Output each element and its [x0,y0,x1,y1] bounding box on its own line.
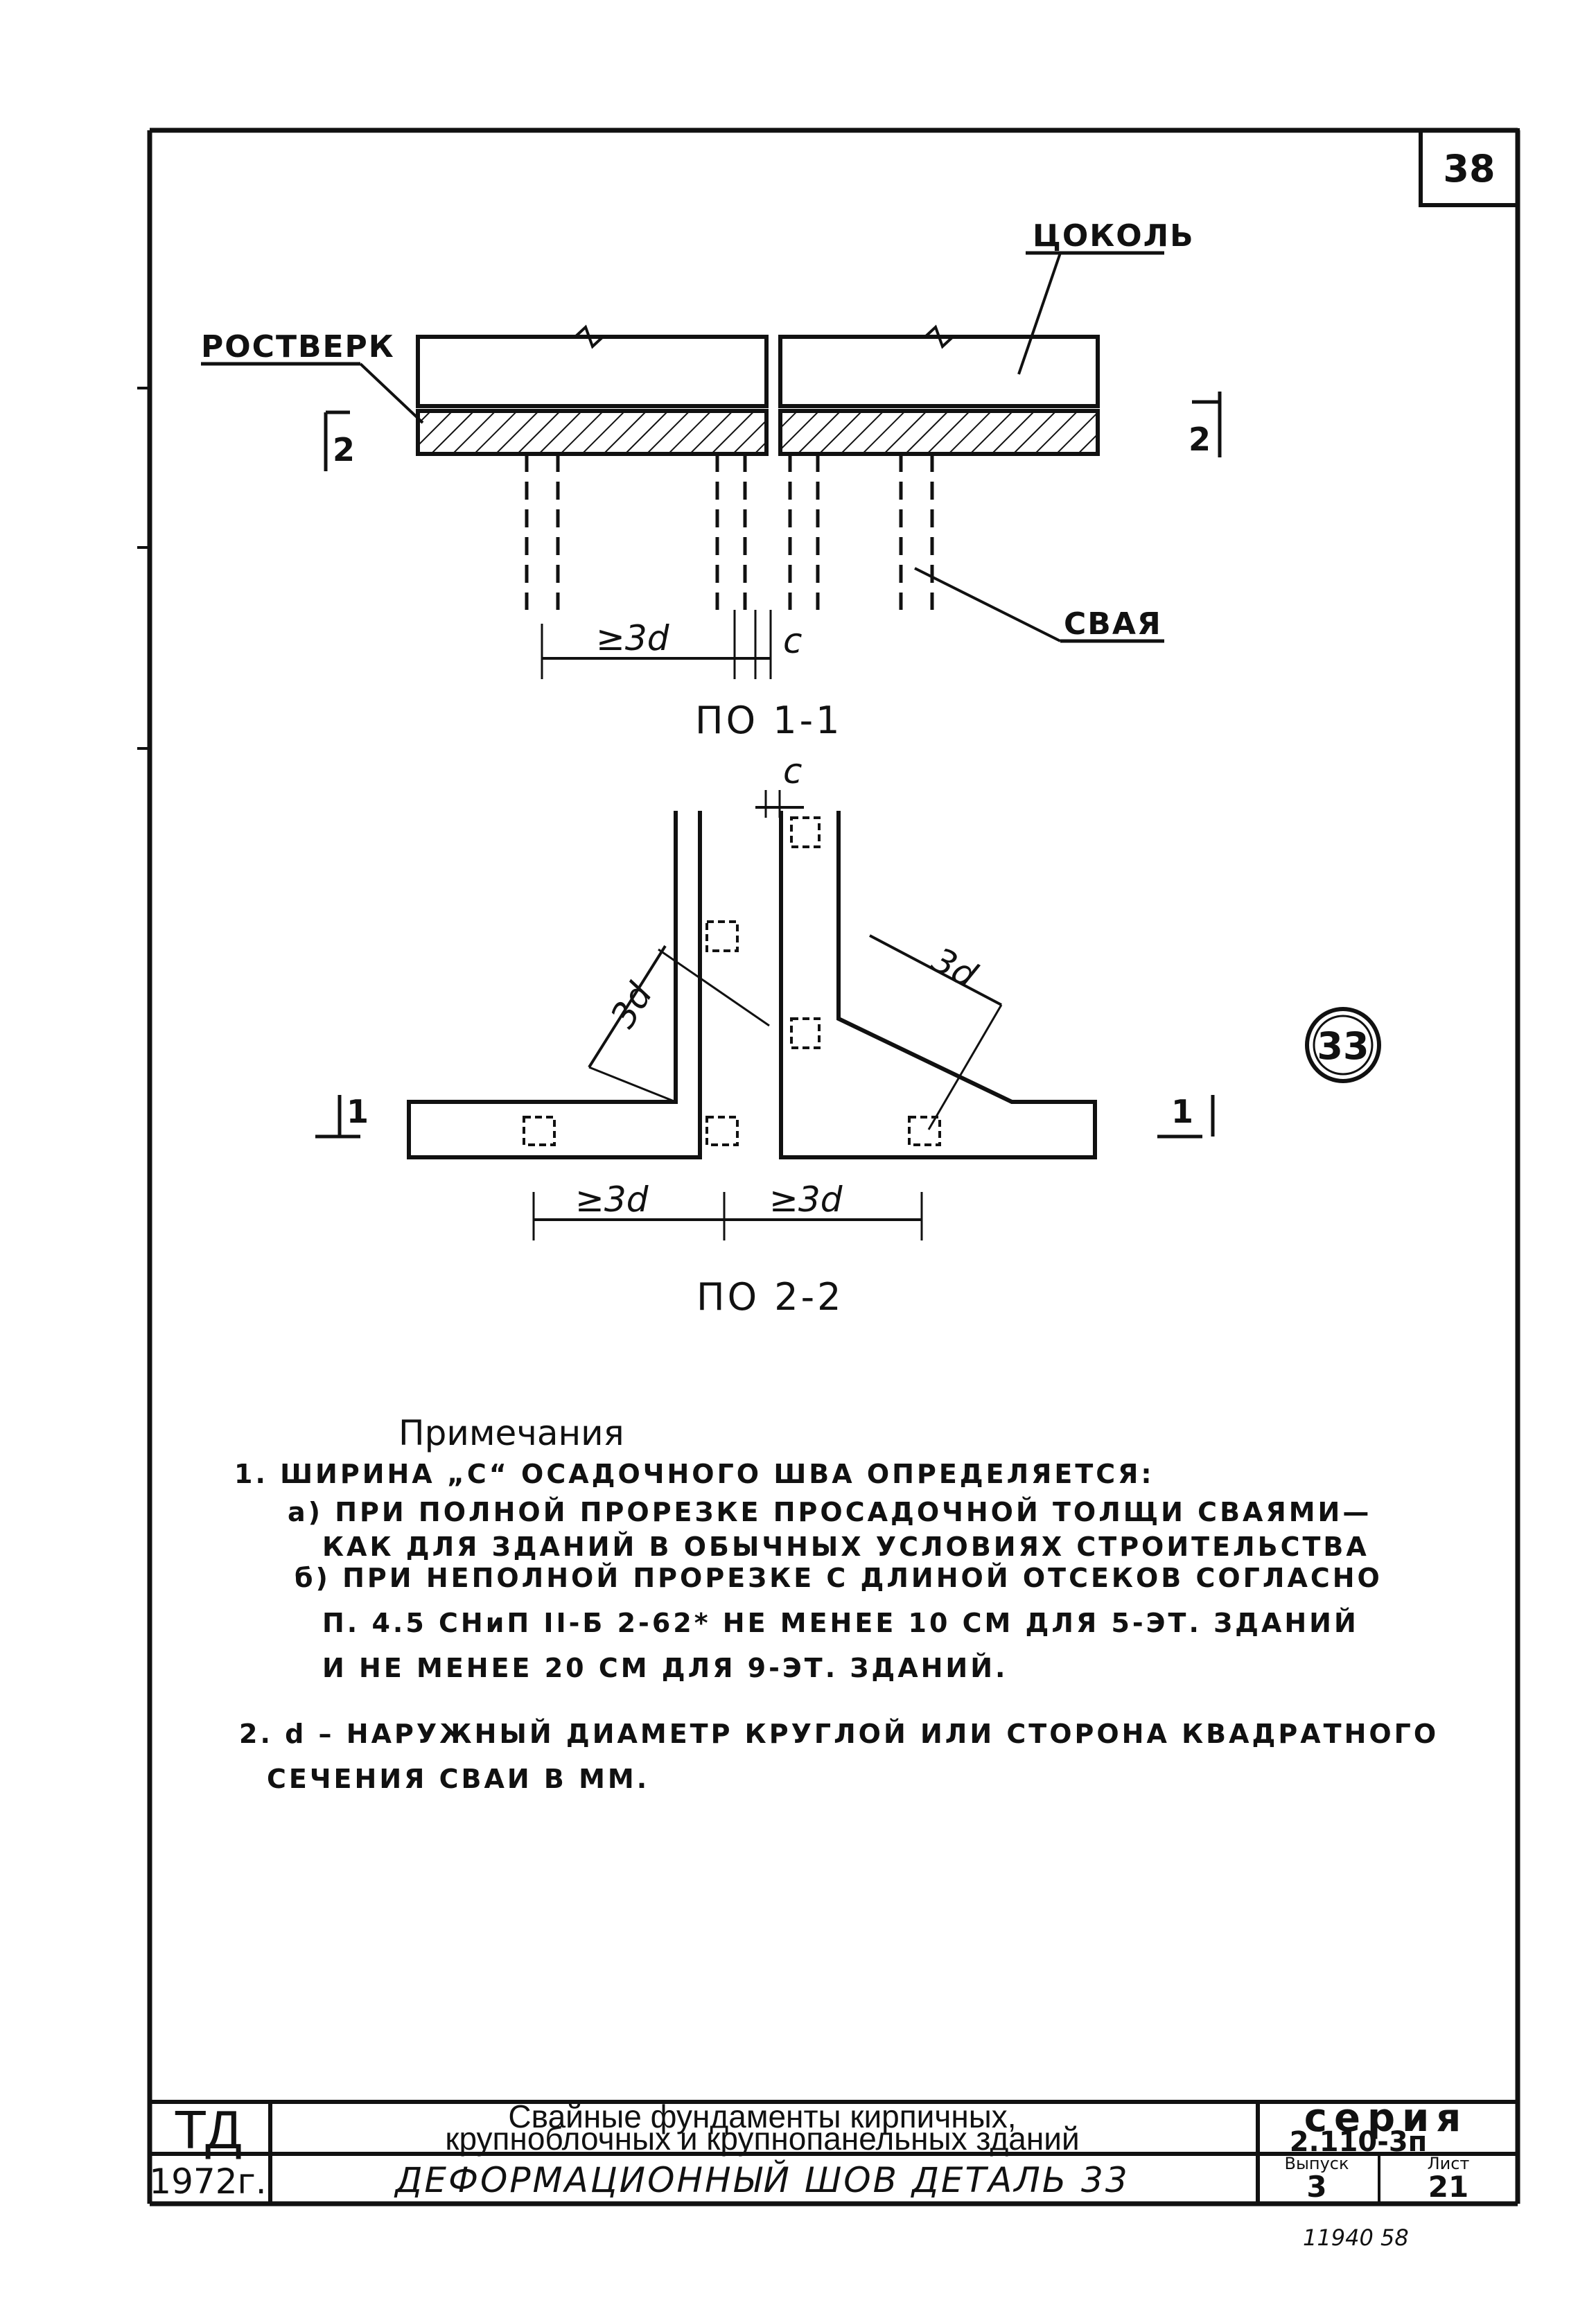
org-code: ТД [174,2099,242,2160]
note-line-2: а) ПРИ ПОЛНОЙ ПРОРЕЗКЕ ПРОСАДОЧНОЙ ТОЛЩИ… [288,1497,1371,1527]
year: 1972г. [149,2161,266,2202]
caption-section-2-2: ПО 2-2 [696,1275,843,1319]
dim-bottom-right: ≥3d [769,1179,843,1220]
note-line-5: П. 4.5 СНиП II-Б 2-62* НЕ МЕНЕЕ 10 СМ ДЛ… [322,1608,1359,1638]
section-mark-1-right: 1 [1171,1093,1193,1130]
detail-marker: 33 [1305,1007,1381,1083]
title-block [150,2100,1518,2204]
sheet-number: 38 [1443,147,1495,191]
caption-section-1-1: ПО 1-1 [695,699,842,742]
note-line-8: СЕЧЕНИЯ СВАИ В ММ. [267,1764,649,1794]
sheet-value: 21 [1428,2170,1468,2204]
note-line-4: б) ПРИ НЕПОЛНОЙ ПРОРЕЗКЕ С ДЛИНОЙ ОТСЕКО… [295,1563,1383,1593]
issue-label: Выпуск [1285,2154,1349,2173]
note-line-3: КАК ДЛЯ ЗДАНИЙ В ОБЫЧНЫХ УСЛОВИЯХ СТРОИТ… [322,1532,1369,1562]
note-line-1: 1. ШИРИНА „С“ ОСАДОЧНОГО ШВА ОПРЕДЕЛЯЕТС… [234,1459,1155,1489]
plinth-right [778,335,1100,408]
notes-heading: Примечания [398,1413,624,1453]
section-2-2 [315,790,1215,1240]
dim-spacing-1-1: ≥3d [596,618,669,658]
label-plinth: ЦОКОЛЬ [1033,218,1195,254]
detail-marker-number: 33 [1317,1024,1369,1068]
series-value: 2.110-3п [1290,2126,1428,2158]
dim-gap-1-1: c [783,621,803,661]
section-1-1 [201,251,1222,679]
note-line-6: И НЕ МЕНЕЕ 20 СМ ДЛЯ 9-ЭТ. ЗДАНИЙ. [322,1653,1008,1683]
stamp-number: 11940 58 [1303,2225,1409,2251]
label-pile: СВАЯ [1064,606,1162,642]
note-line-7: 2. d – НАРУЖНЫЙ ДИАМЕТР КРУГЛОЙ ИЛИ СТОР… [239,1719,1439,1749]
dim-gap-2-2: c [783,751,803,791]
drawing-frame [137,128,1520,2207]
grillage-right [778,409,1100,456]
series-label: серия [1304,2096,1468,2141]
plinth-left [416,335,769,408]
dim-left-diag: 3d [603,976,660,1035]
dim-right-diag: 3d [925,940,983,996]
section-mark-2-left: 2 [333,431,355,468]
section-mark-1-left: 1 [347,1093,369,1130]
sheet-number-box: 38 [1419,128,1520,207]
section-mark-2-right: 2 [1189,421,1211,458]
dim-bottom-left: ≥3d [575,1179,649,1220]
grillage-left [416,409,769,456]
label-grillage: РОСТВЕРК [201,329,395,365]
title-line-2: крупноблочных и крупнопанельных зданий [445,2121,1079,2157]
issue-value: 3 [1306,2170,1326,2204]
title-line-1: Свайные фундаменты кирпичных, [508,2098,1016,2134]
sheet-label: Лист [1428,2154,1470,2173]
drawing-name: ДЕФОРМАЦИОННЫЙ ШОВ ДЕТАЛЬ 33 [394,2159,1129,2200]
